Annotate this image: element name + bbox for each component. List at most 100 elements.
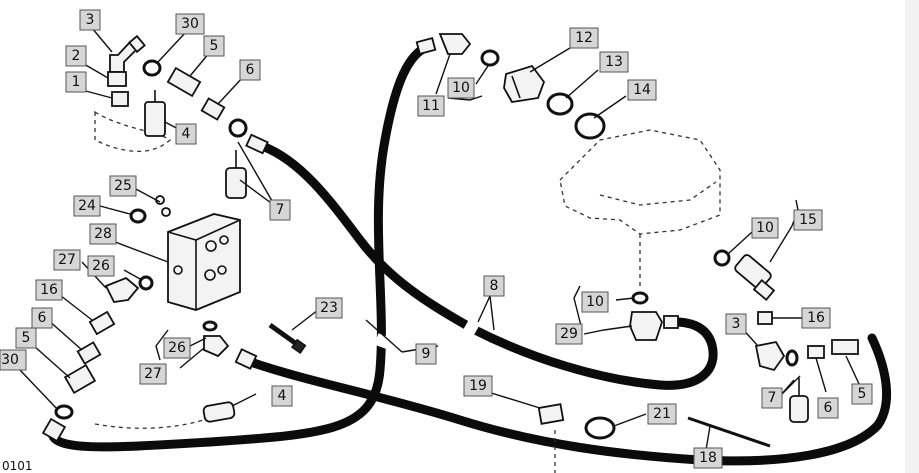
svg-text:7: 7 — [276, 202, 285, 218]
callout-27-left: 27 — [53, 249, 81, 271]
callout-7-left: 7 — [269, 199, 291, 221]
svg-text:4: 4 — [278, 388, 287, 404]
callout-30-top: 30 — [175, 13, 205, 35]
o-ring-14 — [574, 112, 606, 140]
hose-9-bottom — [240, 333, 892, 466]
o-ring-26-lower — [202, 320, 218, 332]
svg-text:9: 9 — [422, 346, 431, 362]
o-ring-24 — [129, 208, 147, 224]
svg-text:29: 29 — [560, 326, 578, 342]
switch-7-right — [789, 378, 809, 423]
o-ring-26-left — [138, 275, 154, 291]
svg-text:10: 10 — [452, 80, 470, 96]
callout-10-top: 10 — [447, 77, 475, 99]
svg-text:7: 7 — [768, 390, 777, 406]
svg-text:3: 3 — [732, 316, 741, 332]
svg-text:30: 30 — [181, 16, 199, 32]
fitting-16-left — [88, 310, 116, 336]
svg-text:26: 26 — [92, 258, 110, 274]
sensor-4-lower — [94, 401, 236, 429]
fitting-29 — [629, 311, 679, 341]
callout-5-top: 5 — [203, 35, 225, 57]
cable-tie-18 — [687, 416, 771, 448]
switch-7 — [225, 118, 248, 199]
elbow-27-left — [104, 276, 140, 303]
callout-4-top: 4 — [175, 123, 197, 145]
callout-5-left: 5 — [15, 327, 37, 349]
right-edge-strip — [905, 0, 919, 473]
callout-10-right: 10 — [751, 217, 779, 239]
svg-text:6: 6 — [38, 310, 47, 326]
callout-26-left: 26 — [87, 255, 115, 277]
callout-6-right: 6 — [817, 397, 839, 419]
callout-7-right: 7 — [761, 387, 783, 409]
callout-16-right: 16 — [801, 307, 831, 329]
callout-28: 28 — [89, 223, 117, 245]
clamp-21 — [584, 416, 616, 440]
sensor-15 — [734, 254, 776, 302]
adapter-5-lower — [63, 363, 97, 395]
svg-text:5: 5 — [210, 38, 219, 54]
callout-9: 9 — [415, 343, 437, 365]
svg-text:19: 19 — [469, 378, 487, 394]
svg-text:5: 5 — [858, 386, 867, 402]
elbow-3-right — [754, 340, 786, 372]
hose-group-8 — [257, 141, 718, 390]
svg-text:11: 11 — [422, 98, 440, 114]
o-ring-10-top — [480, 49, 500, 67]
clip-19 — [537, 403, 565, 425]
svg-text:14: 14 — [633, 82, 651, 98]
svg-text:1: 1 — [72, 74, 81, 90]
callout-6-top: 6 — [239, 59, 261, 81]
callout-19: 19 — [463, 375, 493, 397]
callout-5-right: 5 — [851, 383, 873, 405]
fitting-27-lower — [203, 335, 230, 358]
callout-26-lower: 26 — [163, 337, 191, 359]
callout-10-mid: 10 — [581, 291, 609, 313]
callout-8: 8 — [483, 275, 505, 297]
fitting-12 — [503, 64, 546, 103]
callout-30-left: 30 — [0, 349, 27, 371]
svg-text:13: 13 — [605, 54, 623, 70]
svg-text:3: 3 — [86, 12, 95, 28]
svg-text:26: 26 — [168, 340, 186, 356]
callout-25: 25 — [109, 175, 137, 197]
o-ring-30-lower — [54, 404, 74, 420]
callout-3-right: 3 — [725, 313, 747, 335]
o-ring-13 — [546, 92, 574, 116]
callout-24: 24 — [73, 195, 101, 217]
fitting-25 — [155, 195, 171, 217]
svg-text:15: 15 — [799, 212, 817, 228]
callout-6-left: 6 — [31, 307, 53, 329]
mounting-plate-dashed — [94, 110, 172, 152]
svg-text:6: 6 — [824, 400, 833, 416]
svg-text:5: 5 — [22, 330, 31, 346]
callout-29: 29 — [555, 323, 583, 345]
valve-block-28 — [167, 213, 241, 311]
svg-text:21: 21 — [653, 406, 671, 422]
svg-text:10: 10 — [756, 220, 774, 236]
svg-text:16: 16 — [807, 310, 825, 326]
nut-2 — [107, 71, 127, 87]
callout-1: 1 — [65, 71, 87, 93]
callout-3-top: 3 — [79, 9, 101, 31]
svg-text:28: 28 — [94, 226, 112, 242]
o-ring-30 — [142, 59, 162, 77]
svg-text:24: 24 — [78, 198, 96, 214]
fitting-16-right — [757, 311, 773, 325]
hose-end-lower-left — [41, 417, 67, 443]
hose-9-left — [47, 41, 435, 452]
callout-27-lower: 27 — [139, 363, 167, 385]
svg-text:6: 6 — [246, 62, 255, 78]
fitting-6 — [200, 97, 226, 121]
hose-8-long — [257, 141, 718, 390]
callout-4-lower: 4 — [271, 385, 293, 407]
hose-group-9 — [47, 41, 892, 466]
fitting-1 — [111, 91, 129, 107]
callout-23: 23 — [315, 297, 343, 319]
svg-text:27: 27 — [144, 366, 162, 382]
svg-text:12: 12 — [575, 30, 593, 46]
fitting-6-lower — [76, 341, 102, 365]
bolt-23 — [268, 322, 307, 355]
